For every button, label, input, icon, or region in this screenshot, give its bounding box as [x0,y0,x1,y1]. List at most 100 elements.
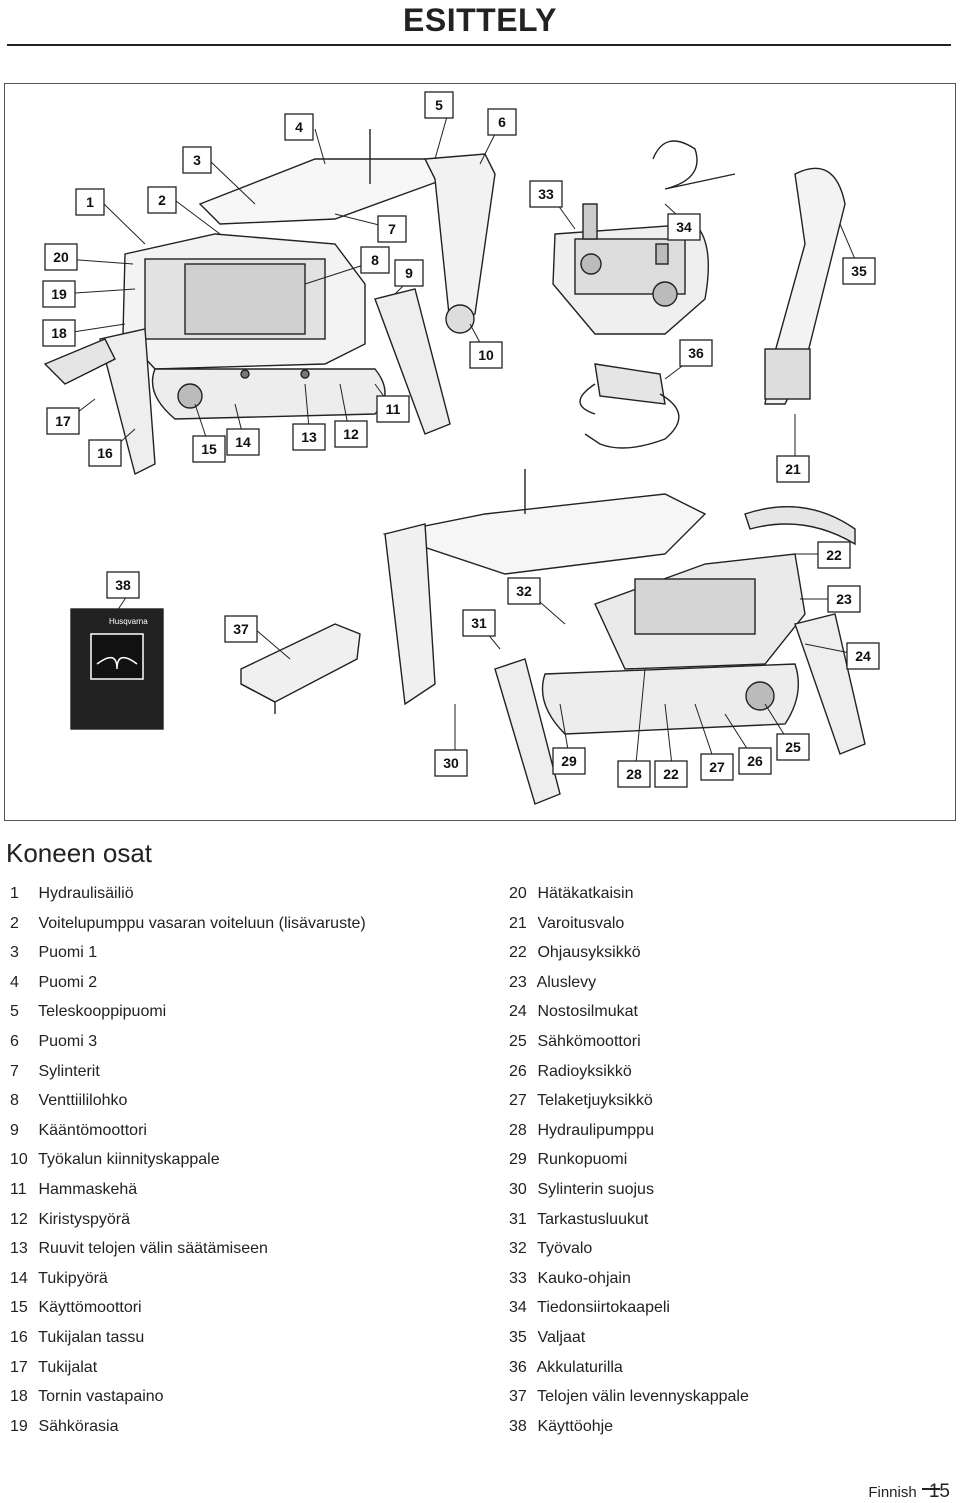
callout-23: 23 [827,585,861,613]
manual-brand: Husqvarna [109,617,148,626]
svg-text:25: 25 [785,739,801,755]
machine-side-view [382,469,866,805]
list-item: 29 Runkopuomi [509,1151,628,1169]
machine-illustration: Husqvarna [4,83,956,821]
svg-text:13: 13 [301,429,317,445]
list-item: 14 Tukipyörä [10,1269,108,1287]
parts-section-title: Koneen osat [6,838,153,868]
list-item: 26 Radioyksikkö [509,1062,632,1080]
svg-text:15: 15 [201,441,217,457]
callout-12: 12 [334,420,368,448]
callout-7: 7 [377,215,407,243]
svg-text:37: 37 [233,621,249,637]
svg-text:16: 16 [97,445,113,461]
callout-1: 1 [75,188,105,216]
list-item: 34 Tiedonsiirtokaapeli [509,1299,670,1317]
svg-text:7: 7 [388,221,396,237]
svg-text:1: 1 [86,194,94,210]
svg-text:17: 17 [55,413,71,429]
svg-text:4: 4 [295,119,303,135]
svg-text:36: 36 [688,345,704,361]
callout-25: 25 [776,733,810,761]
list-item: 4 Puomi 2 [10,973,98,991]
svg-text:32: 32 [516,583,532,599]
list-item: 5 Teleskooppipuomi [10,1003,167,1021]
callout-29: 29 [552,747,586,775]
callout-34: 34 [667,213,701,241]
svg-text:6: 6 [498,114,506,130]
callouts: 1 2 3 4 5 6 7 8 9 10 11 12 13 14 15 16 1… [42,91,880,788]
svg-text:35: 35 [851,263,867,279]
list-item: 1 Hydraulisäiliö [10,885,134,902]
callout-37: 37 [224,615,258,643]
list-item: 30 Sylinterin suojus [509,1180,654,1198]
svg-text:8: 8 [371,252,379,268]
svg-text:3: 3 [193,152,201,168]
footer-language: Finnish [868,1484,917,1501]
list-item: 37 Telojen välin levennyskappale [509,1388,749,1406]
svg-text:33: 33 [538,186,554,202]
list-item: 35 Valjaat [509,1328,586,1346]
page-footer: Finnish 15 [868,1481,950,1503]
parts-list-right: 20 Hätäkatkaisin 21 Varoitusvalo 22 Ohja… [509,883,749,1445]
list-item: 3 Puomi 1 [10,944,98,962]
list-item: 32 Työvalo [509,1240,593,1258]
page-title: ESITTELY [403,2,557,38]
svg-text:9: 9 [405,265,413,281]
svg-text:22: 22 [826,547,842,563]
user-manual: Husqvarna [70,608,164,730]
list-item: 18 Tornin vastapaino [10,1388,164,1406]
callout-27: 27 [700,753,734,781]
svg-text:22: 22 [663,766,679,782]
list-item: 8 Venttiililohko [10,1092,128,1110]
callout-33: 33 [529,180,563,208]
svg-text:38: 38 [115,577,131,593]
list-item: 25 Sähkömoottori [509,1032,641,1050]
svg-text:30: 30 [443,755,459,771]
svg-text:23: 23 [836,591,852,607]
callout-13: 13 [292,423,326,451]
svg-text:27: 27 [709,759,725,775]
callout-28: 28 [617,760,651,788]
callout-36: 36 [679,339,713,367]
list-item: 13 Ruuvit telojen välin säätämiseen [10,1240,268,1258]
svg-text:34: 34 [676,219,692,235]
callout-16: 16 [88,439,122,467]
callout-6: 6 [487,108,517,136]
callout-38: 38 [106,571,140,599]
parts-list-left: 1 Hydraulisäiliö 2 Voitelupumppu vasaran… [10,883,366,1445]
callout-15: 15 [192,435,226,463]
list-item: 12 Kiristyspyörä [10,1210,131,1228]
callout-31: 31 [462,609,496,637]
list-item: 16 Tukijalan tassu [10,1328,145,1346]
callout-4: 4 [284,113,314,141]
svg-text:29: 29 [561,753,577,769]
svg-text:21: 21 [785,461,801,477]
svg-text:10: 10 [478,347,494,363]
svg-text:19: 19 [51,286,67,302]
list-item: 7 Sylinterit [10,1062,100,1080]
callout-10: 10 [469,341,503,369]
list-item: 15 Käyttömoottori [10,1299,142,1317]
callout-9: 9 [394,259,424,287]
callout-20: 20 [44,243,78,271]
footer-rule [922,1488,940,1490]
page-number: 15 [928,1481,950,1502]
callout-24: 24 [846,642,880,670]
svg-text:20: 20 [53,249,69,265]
callout-11: 11 [376,395,410,423]
list-item: 36 Akkulaturilla [509,1358,623,1376]
svg-text:28: 28 [626,766,642,782]
svg-text:2: 2 [158,192,166,208]
battery-charger [579,363,680,449]
machine-top-view [43,129,496,476]
svg-text:24: 24 [855,648,871,664]
list-item: 31 Tarkastusluukut [509,1210,649,1228]
list-item: 38 Käyttöohje [509,1417,614,1435]
svg-text:12: 12 [343,426,359,442]
svg-text:11: 11 [386,401,401,417]
callout-22-top: 22 [817,541,851,569]
svg-text:14: 14 [235,434,251,450]
track-spacer [240,623,361,714]
callout-2: 2 [147,186,177,214]
